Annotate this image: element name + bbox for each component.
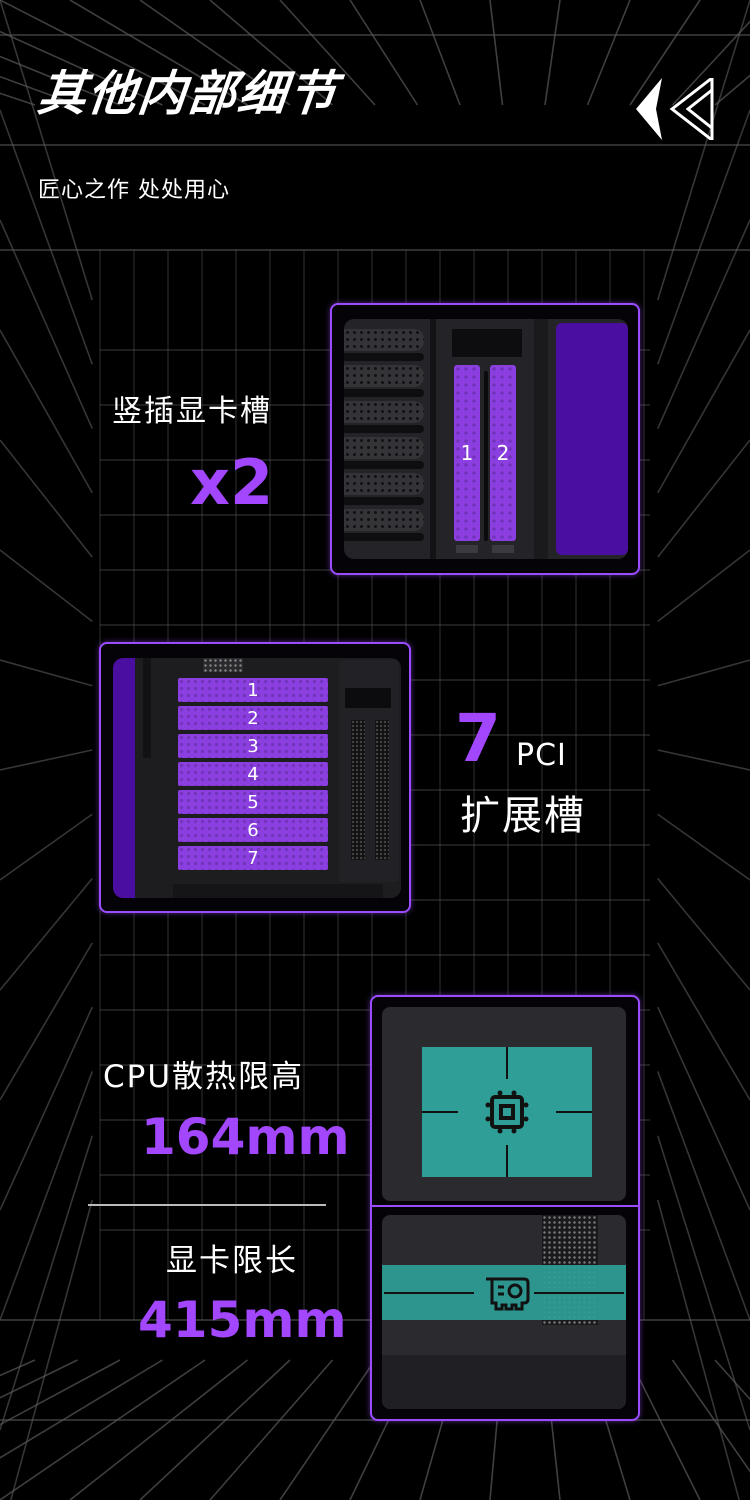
grid-line bbox=[671, 1359, 750, 1473]
gpu-length-value: 415mm bbox=[138, 1291, 347, 1349]
grid-line bbox=[671, 20, 750, 106]
section-divider bbox=[88, 1204, 326, 1206]
grid-line bbox=[0, 0, 206, 106]
pci-slots-label: 扩展槽 bbox=[460, 793, 586, 839]
grid-line bbox=[419, 0, 461, 106]
grid-line bbox=[657, 1006, 750, 1211]
grid-line bbox=[10, 1199, 94, 1500]
grid-line bbox=[0, 329, 93, 494]
pci-slot-1: 1 bbox=[178, 678, 328, 702]
grid-line bbox=[0, 109, 94, 365]
grid-line bbox=[209, 0, 334, 106]
grid-line bbox=[657, 549, 750, 623]
grid-line bbox=[629, 0, 701, 106]
grid-line bbox=[139, 1359, 291, 1500]
cpu-cooler-label: CPU散热限高 bbox=[103, 1059, 305, 1095]
grid-line bbox=[657, 659, 750, 687]
page-subtitle: 匠心之作 处处用心 bbox=[38, 178, 230, 203]
grid-line bbox=[0, 1006, 93, 1211]
grid-line bbox=[0, 30, 163, 106]
pci-slot-5: 5 bbox=[178, 790, 328, 814]
pci-slot-2: 2 bbox=[178, 706, 328, 730]
vertical-slot-2: 2 bbox=[490, 365, 516, 541]
grid-line bbox=[0, 749, 93, 771]
pci-slot-6: 6 bbox=[178, 818, 328, 842]
grid-line bbox=[657, 878, 750, 991]
pci-slot-7: 7 bbox=[178, 846, 328, 870]
grid-line bbox=[0, 878, 93, 991]
grid-line bbox=[0, 1359, 78, 1399]
grid-line bbox=[489, 0, 504, 106]
grid-line bbox=[0, 219, 93, 429]
grid-line bbox=[0, 55, 121, 106]
grid-line bbox=[714, 74, 750, 106]
grid-line bbox=[279, 0, 376, 106]
grid-line bbox=[0, 942, 93, 1101]
pci-slots-image-panel: 1 2 3 4 5 6 7 bbox=[99, 642, 411, 913]
grid-line bbox=[0, 813, 93, 881]
pci-count-value: 7 bbox=[455, 700, 501, 777]
grid-line bbox=[544, 0, 561, 106]
grid-line bbox=[656, 1135, 750, 1431]
grid-line bbox=[629, 1359, 701, 1500]
case-rear-pci-photo: 1 2 3 4 5 6 7 bbox=[113, 658, 401, 898]
grid-line bbox=[657, 329, 750, 494]
vertical-slot-1: 1 bbox=[454, 365, 480, 541]
grid-line bbox=[657, 942, 750, 1101]
grid-line bbox=[209, 1359, 334, 1500]
grid-line bbox=[279, 1359, 376, 1500]
page-title: 其他内部细节 bbox=[35, 66, 341, 122]
clearance-image-panel bbox=[370, 995, 640, 1421]
cpu-chip-icon bbox=[485, 1090, 529, 1134]
grid-line bbox=[0, 75, 78, 106]
grid-line bbox=[0, 1359, 121, 1426]
grid-line bbox=[0, 549, 93, 623]
pci-slot-3: 3 bbox=[178, 734, 328, 758]
grid-line bbox=[657, 219, 750, 429]
cpu-cooler-value: 164mm bbox=[141, 1108, 350, 1166]
vertical-gpu-label: 竖插显卡槽 bbox=[112, 394, 272, 429]
grid-line bbox=[0, 659, 93, 687]
gpu-length-label: 显卡限长 bbox=[166, 1243, 298, 1279]
pci-slot-4: 4 bbox=[178, 762, 328, 786]
grid-line bbox=[657, 439, 750, 558]
grid-line bbox=[139, 0, 291, 106]
grid-line bbox=[657, 749, 750, 771]
purple-side-panel bbox=[556, 323, 628, 555]
double-chevron-left-icon bbox=[636, 78, 714, 140]
case-side-bottom-photo bbox=[382, 1215, 626, 1409]
grid-line bbox=[586, 0, 631, 106]
grid-line bbox=[0, 1135, 94, 1431]
vertical-gpu-value: x2 bbox=[190, 446, 274, 519]
case-side-top-photo bbox=[382, 1007, 626, 1201]
graphics-card-icon bbox=[486, 1277, 530, 1311]
grid-line bbox=[656, 1071, 750, 1321]
vertical-gpu-image-panel: 1 2 bbox=[330, 303, 640, 575]
grid-line bbox=[0, 1359, 206, 1500]
grid-line bbox=[349, 0, 419, 106]
grid-line bbox=[0, 439, 93, 558]
pci-unit-label: PCI bbox=[516, 738, 567, 773]
grid-line bbox=[0, 1359, 163, 1459]
grid-line bbox=[657, 813, 750, 881]
case-rear-photo: 1 2 bbox=[344, 319, 628, 559]
grid-line bbox=[656, 109, 750, 365]
grid-line bbox=[69, 0, 248, 106]
grid-line bbox=[656, 1199, 740, 1500]
grid-line bbox=[0, 1071, 94, 1321]
grid-line bbox=[69, 1359, 248, 1500]
